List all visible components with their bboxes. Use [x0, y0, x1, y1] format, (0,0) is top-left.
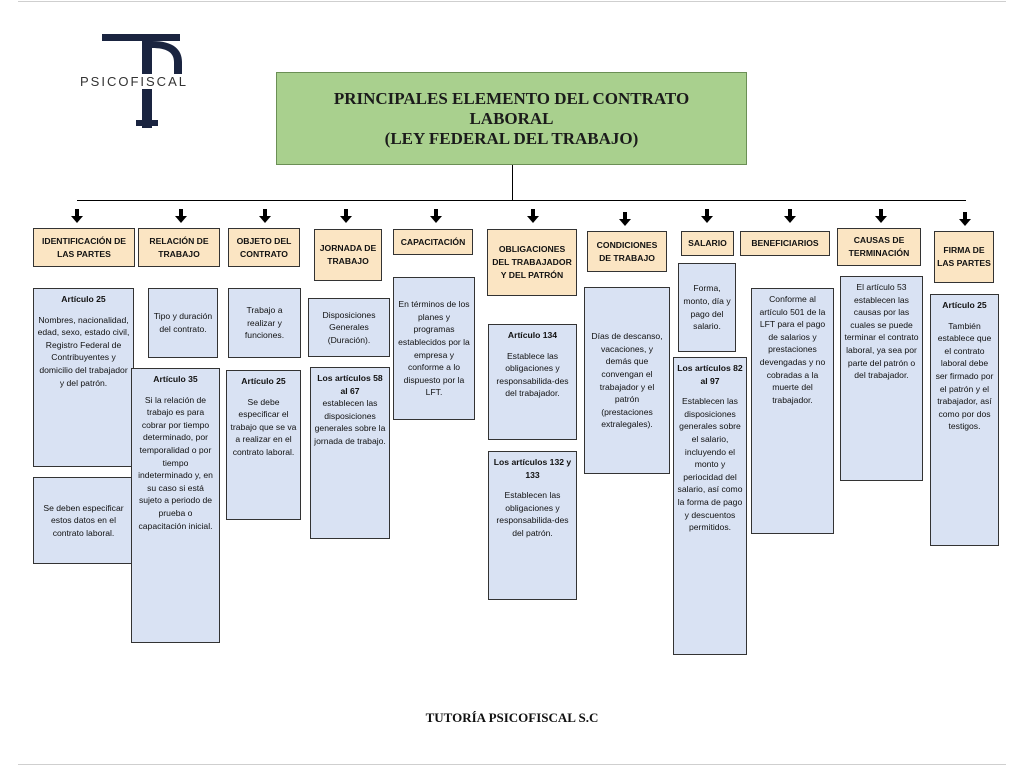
logo-wordmark: PSICOFISCAL: [76, 74, 200, 89]
header-causas-terminacion: CAUSAS DE TERMINACIÓN: [837, 228, 921, 266]
arrow-down-icon: [430, 209, 442, 223]
title-line-3: (LEY FEDERAL DEL TRABAJO): [384, 128, 639, 148]
box-relacion-tipo: Tipo y duración del contrato.: [148, 288, 218, 358]
box-causas-terminacion: El artículo 53 establecen las causas por…: [840, 276, 923, 481]
header-identificacion: IDENTIFICACIÓN DE LAS PARTES: [33, 228, 135, 267]
header-beneficiarios: BENEFICIARIOS: [740, 231, 830, 256]
top-rule: [18, 1, 1006, 2]
arrow-down-icon: [71, 209, 83, 223]
box-obligaciones-trabajador: Artículo 134 Establece las obligaciones …: [488, 324, 577, 440]
arrow-down-icon: [701, 209, 713, 223]
title-line-1: PRINCIPALES ELEMENTO DEL CONTRATO: [333, 88, 690, 108]
header-salario: SALARIO: [681, 231, 734, 256]
box-jornada-articulos: Los artículos 58 al 67 establecen las di…: [310, 367, 390, 539]
header-relacion-trabajo: RELACIÓN DE TRABAJO: [138, 228, 220, 267]
arrow-down-icon: [175, 209, 187, 223]
arrow-down-icon: [259, 209, 271, 223]
header-capacitacion: CAPACITACIÓN: [393, 229, 473, 255]
box-salario-forma: Forma, monto, día y pago del salario.: [678, 263, 736, 352]
arrow-down-icon: [784, 209, 796, 223]
box-jornada-disposiciones: Disposiciones Generales (Duración).: [308, 298, 390, 357]
box-identificacion-articulo: Artículo 25 Nombres, nacionalidad, edad,…: [33, 288, 134, 467]
box-objeto-articulo: Artículo 25 Se debe especificar el traba…: [226, 370, 301, 520]
main-title-box: PRINCIPALES ELEMENTO DEL CONTRATO LABORA…: [276, 72, 747, 165]
box-capacitacion: En términos de los planes y programas es…: [393, 277, 475, 420]
box-firma-articulo: Artículo 25 También establece que el con…: [930, 294, 999, 546]
title-drop-line: [512, 165, 513, 201]
arrow-down-icon: [527, 209, 539, 223]
arrow-down-icon: [875, 209, 887, 223]
bottom-rule: [18, 764, 1006, 765]
arrow-down-icon: [959, 212, 971, 226]
box-obligaciones-patron: Los artículos 132 y 133 Establecen las o…: [488, 451, 577, 600]
box-objeto-trabajo: Trabajo a realizar y funciones.: [228, 288, 301, 358]
psicofiscal-logo: PSICOFISCAL: [76, 28, 206, 128]
box-condiciones: Días de descanso, vacaciones, y demás qu…: [584, 287, 670, 474]
header-jornada-trabajo: JORNADA DE TRABAJO: [314, 229, 382, 281]
header-objeto-contrato: OBJETO DEL CONTRATO: [228, 228, 300, 267]
arrow-down-icon: [340, 209, 352, 223]
box-relacion-articulo: Artículo 35 Si la relación de trabajo es…: [131, 368, 220, 643]
title-line-2: LABORAL: [469, 108, 554, 128]
distribution-line: [77, 200, 966, 201]
header-obligaciones: OBLIGACIONES DEL TRABAJADOR Y DEL PATRÓN: [487, 229, 577, 296]
box-identificacion-nota: Se deben especificar estos datos en el c…: [33, 477, 134, 564]
box-salario-articulos: Los artículos 82 al 97 Establecen las di…: [673, 357, 747, 655]
header-firma-partes: FIRMA DE LAS PARTES: [934, 231, 994, 283]
box-beneficiarios: Conforme al artículo 501 de la LFT para …: [751, 288, 834, 534]
header-condiciones-trabajo: CONDICIONES DE TRABAJO: [587, 231, 667, 272]
arrow-down-icon: [619, 212, 631, 226]
footer-company: TUTORÍA PSICOFISCAL S.C: [425, 710, 599, 725]
